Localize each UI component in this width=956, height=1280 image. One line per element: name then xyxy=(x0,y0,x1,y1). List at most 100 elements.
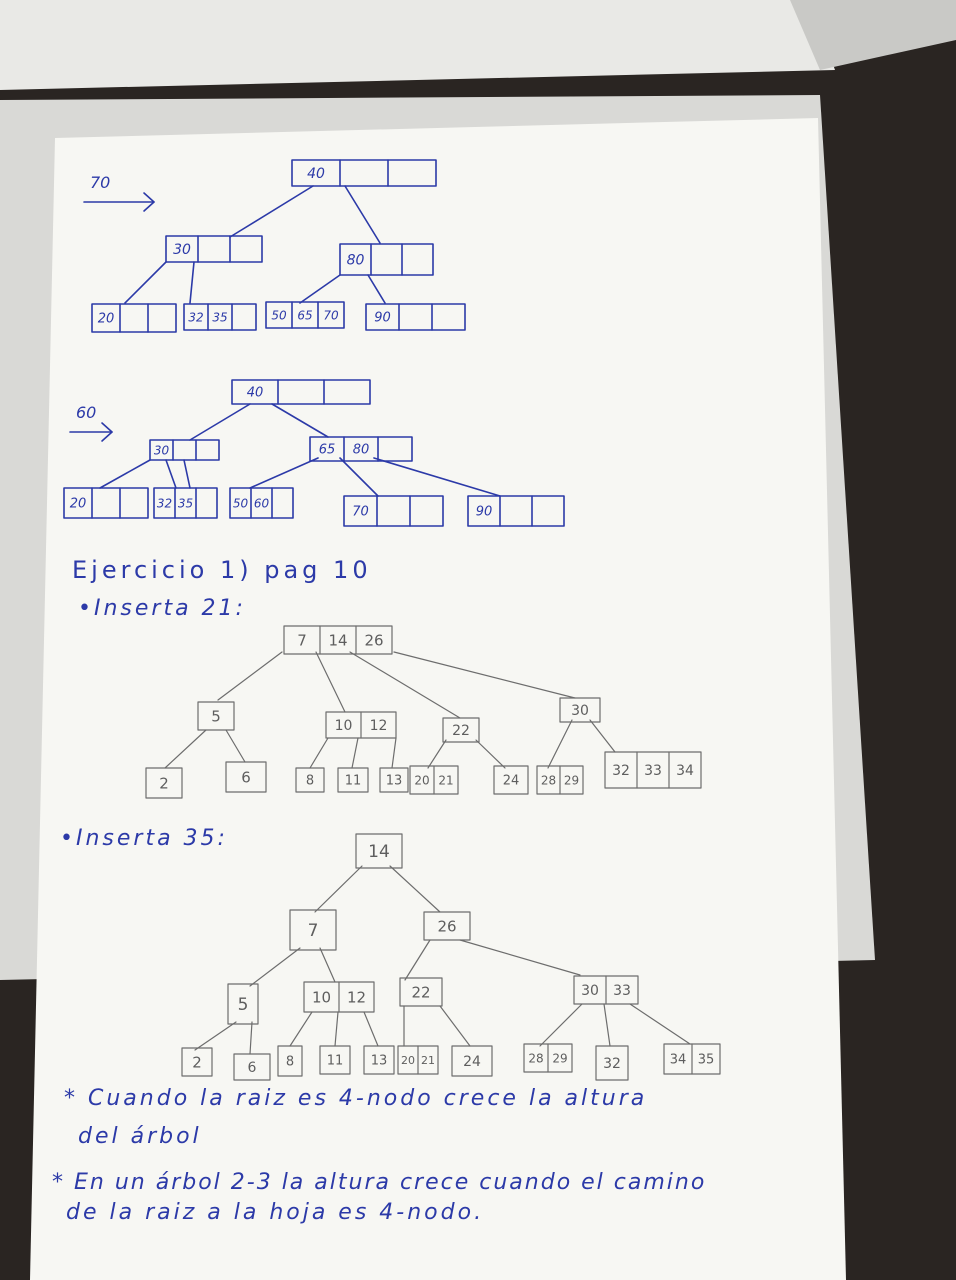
tree-b-leaf-box xyxy=(229,487,294,519)
tree-a-leaf-key: 35 xyxy=(212,310,227,324)
tree-c-leaf-key: 21 xyxy=(438,773,453,787)
tree-b-leaf-box xyxy=(63,487,149,519)
tree-b-leaf: 90 xyxy=(467,495,565,527)
corner-paper-sheet xyxy=(790,0,956,70)
tree-a-leaf-key: 50 xyxy=(271,308,287,322)
tree-b-leaf-box xyxy=(153,487,218,519)
tree-c-leaf: 8 xyxy=(295,767,325,793)
edge xyxy=(194,1021,237,1051)
tree-c-mid-key: 5 xyxy=(211,707,221,725)
tree-d-leaf-key: 6 xyxy=(248,1060,257,1076)
edge xyxy=(189,261,195,304)
tree-d-leaf-key: 34 xyxy=(670,1053,687,1068)
edge xyxy=(249,947,301,987)
tree-c-leaf-key: 6 xyxy=(241,768,251,786)
tree-d-leaf-key: 21 xyxy=(421,1054,435,1067)
tree-b-leaf: 70 xyxy=(343,495,444,527)
edge xyxy=(315,651,346,713)
tree-d-leaf-box xyxy=(595,1045,629,1081)
tree-d-level2-box xyxy=(399,977,443,1007)
insert-70-arrow: 70 xyxy=(83,173,155,212)
edge xyxy=(164,729,207,769)
tree-c-leaf: 2 xyxy=(145,767,183,799)
tree-c-leaf-key: 28 xyxy=(541,773,556,787)
edge xyxy=(309,737,329,769)
edge xyxy=(183,459,191,489)
tree-a-leaf-box xyxy=(265,301,345,329)
tree-b-leaf-key: 20 xyxy=(70,497,87,512)
tree-d-level2-key: 12 xyxy=(347,988,366,1006)
tree-d-leaf-box xyxy=(181,1047,213,1077)
tree-a-leaf-key: 65 xyxy=(297,308,312,322)
insert-70-arrow-label: 70 xyxy=(90,173,110,192)
tree-d-leaf: 8 xyxy=(277,1045,303,1077)
tree-c-mid-key: 10 xyxy=(335,718,353,734)
tree-c-mid: 10 12 xyxy=(325,711,397,739)
tree-b-leaf-key: 60 xyxy=(254,496,270,510)
edge xyxy=(249,457,319,489)
tree-c-leaf-key: 13 xyxy=(386,774,403,789)
tree-c-leaf: 6 xyxy=(225,761,267,793)
tree-c-mid: 22 xyxy=(442,717,480,743)
tree-a-leaf-key: 20 xyxy=(98,312,115,327)
tree-a-leaf-key: 70 xyxy=(323,308,339,322)
tree-a-leaf-box xyxy=(183,303,257,331)
tree-b-left: 30 xyxy=(149,439,220,461)
edge xyxy=(189,403,251,441)
tree-c-leaf-box xyxy=(604,751,702,789)
tree-c-leaf-box xyxy=(379,767,409,793)
edge xyxy=(439,1005,471,1047)
tree-a-leaf-key: 90 xyxy=(374,311,391,326)
tree-c-leaf: 24 xyxy=(493,765,529,795)
edge xyxy=(389,865,441,913)
note-line-1: * Cuando la raiz es 4-nodo crece la altu… xyxy=(64,1086,648,1111)
tree-c-root-key: 14 xyxy=(328,631,347,649)
tree-d-leaf-key: 8 xyxy=(286,1055,294,1070)
tree-d-level1-box xyxy=(289,909,337,951)
tree-d-root-box xyxy=(355,833,403,869)
edge xyxy=(589,719,616,753)
tree-d-level2-key: 22 xyxy=(411,983,430,1001)
tree-b-right-box xyxy=(309,436,413,462)
tree-a-right-box xyxy=(339,243,434,276)
edge xyxy=(404,939,431,981)
tree-b-root: 40 xyxy=(231,379,371,405)
edge xyxy=(344,185,381,244)
edge xyxy=(299,274,341,304)
tree-c-mid-key: 30 xyxy=(571,703,589,719)
edge xyxy=(539,1003,583,1047)
tree-d-leaf-key: 11 xyxy=(327,1054,344,1069)
tree-c-leaf-box xyxy=(145,767,183,799)
tree-c-leaf-key: 20 xyxy=(414,773,429,787)
tree-b-left-box xyxy=(149,439,220,461)
tree-d-leaf-box xyxy=(277,1045,303,1077)
tree-a-right-key: 80 xyxy=(347,253,365,269)
tree-c-root-box xyxy=(283,625,393,655)
edge xyxy=(547,719,573,769)
tree-b-leaf-key: 90 xyxy=(476,505,493,520)
tree-b-leaf-key: 32 xyxy=(157,496,172,510)
tree-a-left-key: 30 xyxy=(173,242,191,258)
tree-a-root-key: 40 xyxy=(307,166,325,182)
tree-d-leaf-key: 29 xyxy=(552,1051,567,1065)
tree-c-mid-key: 12 xyxy=(370,718,388,734)
edge xyxy=(314,865,363,913)
tree-d-leaf: 13 xyxy=(363,1045,395,1075)
tree-a-leaf-box xyxy=(365,303,466,331)
tree-c-root-key: 7 xyxy=(297,631,307,649)
tree-c-mid-box xyxy=(559,697,601,723)
tree-d-leaf-key: 28 xyxy=(528,1051,543,1065)
tree-a-leaf-box xyxy=(91,303,177,333)
tree-d-leaf-key: 13 xyxy=(371,1054,388,1069)
edge xyxy=(249,1021,253,1055)
tree-c-leaf-box xyxy=(295,767,325,793)
tree-d-leaf: 28 29 xyxy=(523,1043,573,1073)
edge xyxy=(124,261,167,304)
tree-d-leaf-key: 20 xyxy=(401,1054,415,1067)
edge xyxy=(339,457,379,497)
